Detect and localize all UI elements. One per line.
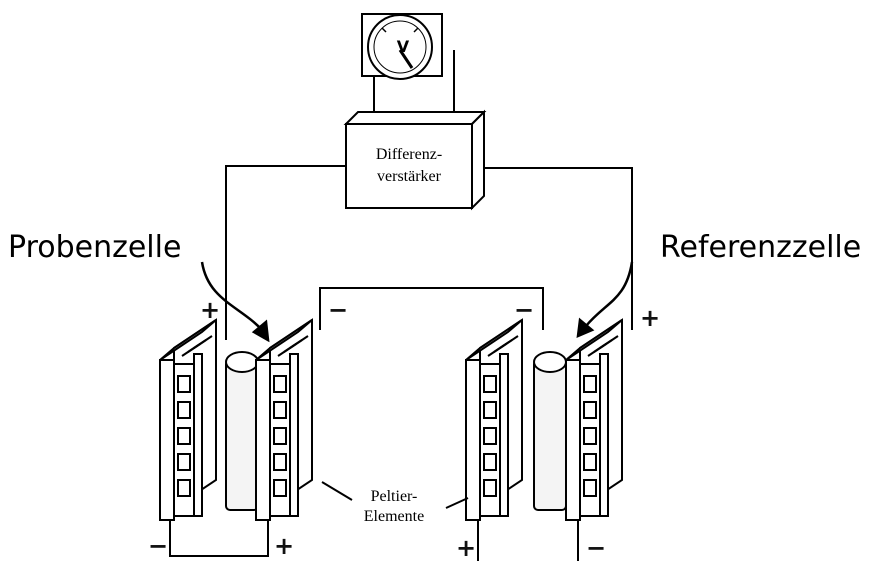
left-bottom-minus-sign: − [148, 532, 169, 560]
sample-cell-label: Probenzelle [8, 230, 182, 265]
middle-left-minus-sign: − [328, 296, 349, 324]
right-top-plus-sign: + [640, 304, 661, 332]
differential-amplifier-box [343, 109, 487, 211]
reference-cell-assembly [465, 319, 623, 521]
right-bottom-minus-sign: − [586, 534, 607, 562]
right-bottom-plus-sign: + [456, 534, 477, 562]
sample-cell-arrow [200, 261, 270, 343]
reference-cell-label: Referenzzelle [660, 230, 862, 265]
left-top-plus-sign: + [200, 296, 221, 324]
reference-cell-arrow [576, 261, 634, 339]
voltmeter-symbol: V [397, 37, 410, 56]
left-bottom-plus-sign: + [274, 532, 295, 560]
peltier-pointer-lines [321, 481, 469, 509]
middle-right-minus-sign: − [514, 296, 535, 324]
amplifier-label-line2: verstärker [377, 168, 441, 185]
sample-cell-assembly [159, 319, 313, 521]
amplifier-label-line1: Differenz- [375, 146, 443, 163]
signal-wires [169, 165, 633, 561]
peltier-label-line2: Elemente [363, 508, 425, 525]
peltier-label-line1: Peltier- [370, 488, 418, 505]
voltmeter-icon [361, 13, 443, 80]
voltmeter-wires [373, 50, 455, 112]
